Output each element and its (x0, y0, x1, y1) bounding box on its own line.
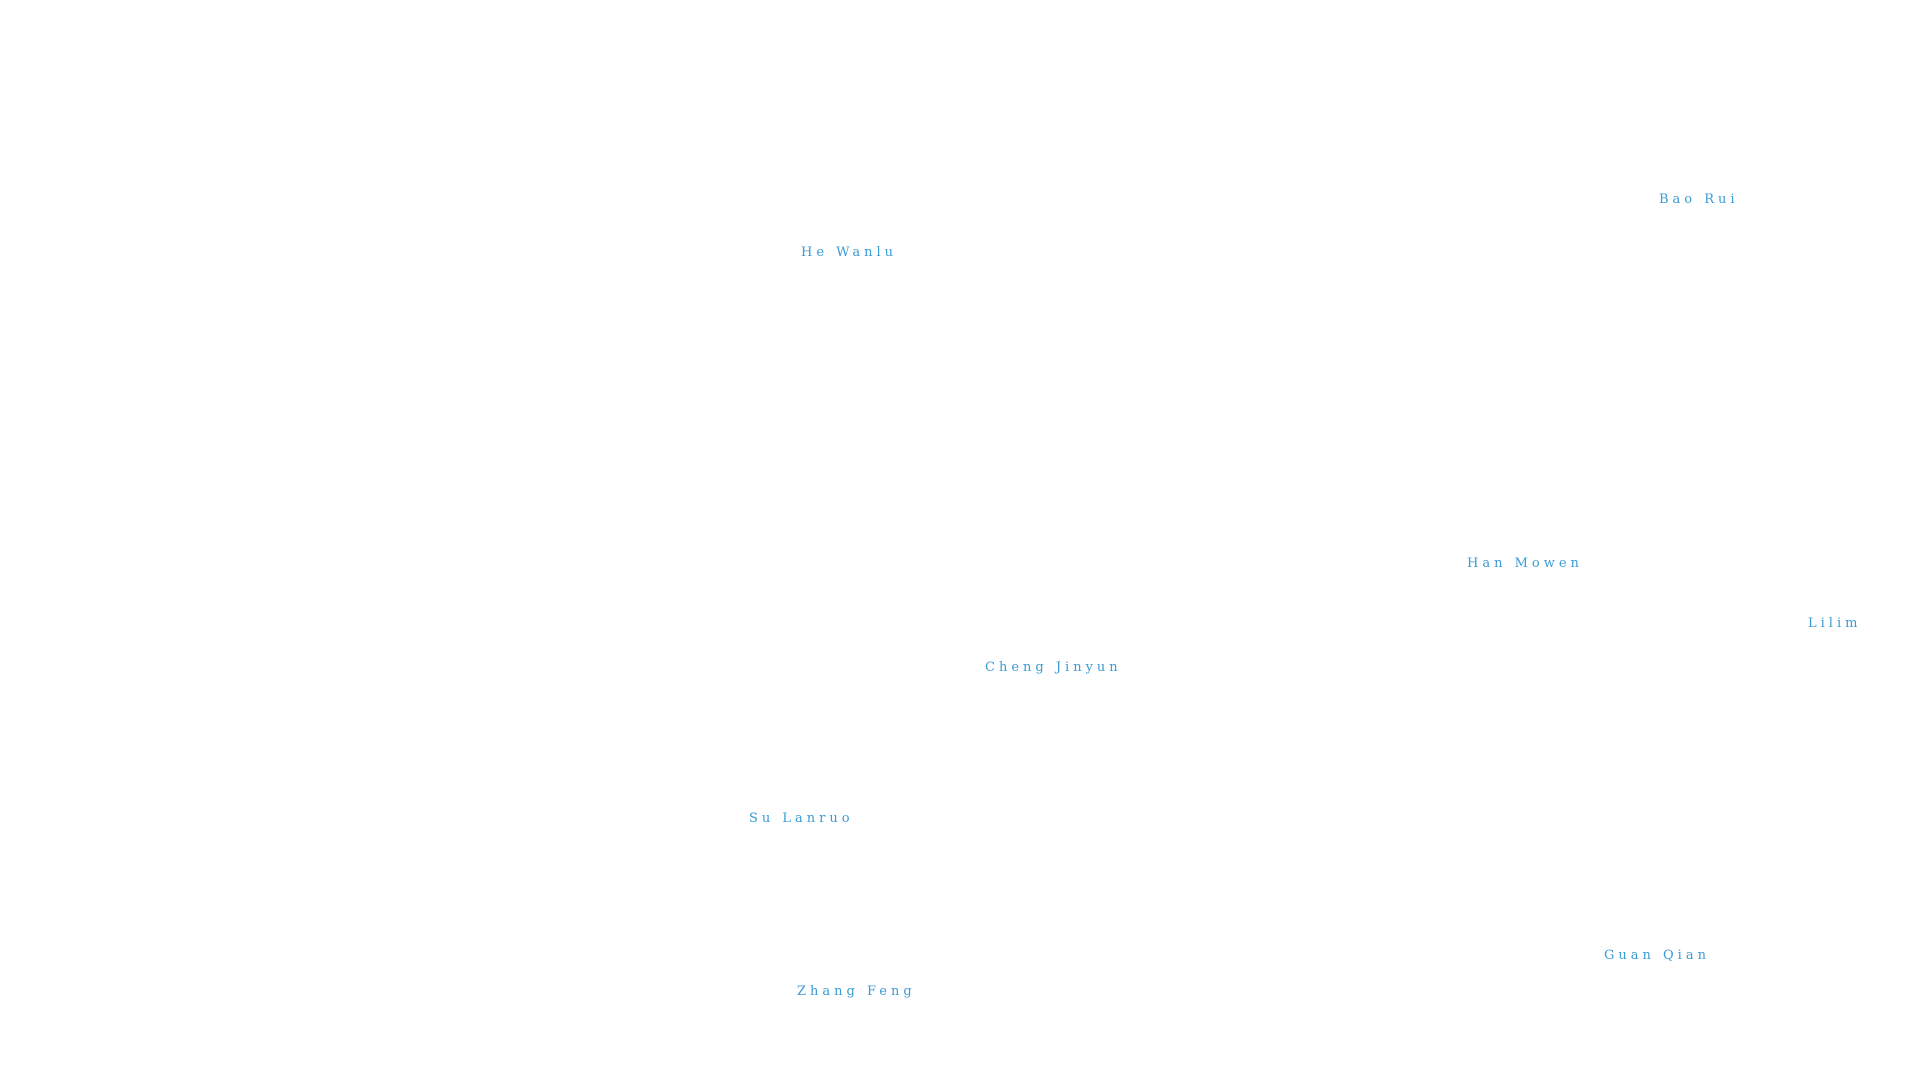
name-label-su-lanruo[interactable]: Su Lanruo (749, 811, 854, 826)
name-label-zhang-feng[interactable]: Zhang Feng (797, 984, 916, 999)
name-label-bao-rui[interactable]: Bao Rui (1659, 192, 1739, 207)
name-label-he-wanlu[interactable]: He Wanlu (801, 245, 898, 260)
name-label-cheng-jinyun[interactable]: Cheng Jinyun (985, 660, 1122, 675)
name-label-guan-qian[interactable]: Guan Qian (1604, 948, 1710, 963)
name-label-lilim[interactable]: Lilim (1808, 616, 1862, 631)
name-label-han-mowen[interactable]: Han Mowen (1467, 556, 1583, 571)
